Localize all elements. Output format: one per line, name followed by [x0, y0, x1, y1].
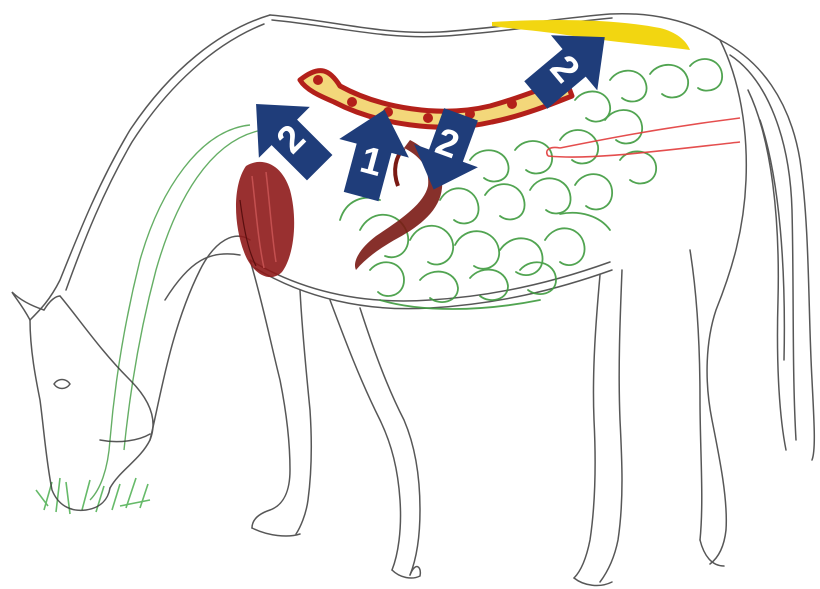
flank-vessel — [547, 118, 740, 157]
esophagus-line — [90, 125, 262, 500]
horse-outline — [12, 14, 814, 586]
shoulder-muscle — [236, 162, 294, 277]
